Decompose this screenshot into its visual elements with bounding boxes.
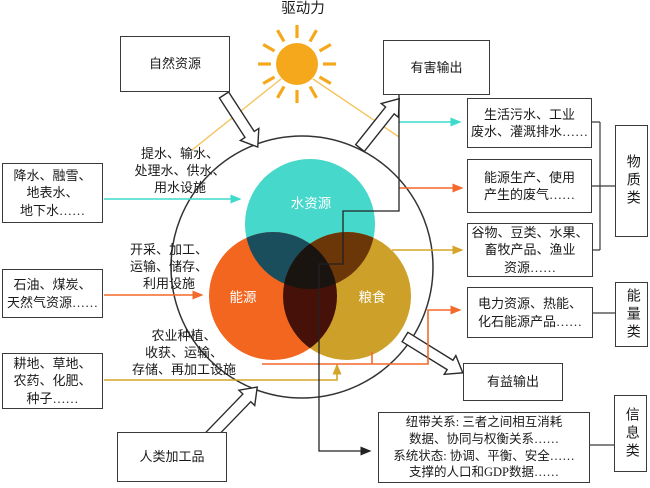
information-category-box: 信息类 xyxy=(614,395,647,472)
energy-category-box: 能量类 xyxy=(615,282,648,347)
wastegas-output-box: 能源生产、使用 产生的废气…… xyxy=(467,159,592,213)
nexus-info-line xyxy=(318,95,400,456)
category-brackets xyxy=(590,121,615,446)
food-input-arrow xyxy=(104,363,342,381)
power-products-arrow xyxy=(262,305,462,365)
wastewater-output-box: 生活污水、工业 废水、灌溉排水…… xyxy=(467,98,592,148)
energy-sources-box: 石油、煤炭、 天然气资源…… xyxy=(2,269,103,318)
natural-input-arrow xyxy=(218,91,260,148)
nexus-info-output-box: 纽带关系: 三者之间相互消耗 数据、协同与权衡关系…… 系统状态: 协调、平衡、… xyxy=(378,412,590,483)
venn-diagram: 水资源 能源 粮食 xyxy=(209,159,411,360)
water-circle-label: 水资源 xyxy=(291,196,332,211)
driving-force-label: 驱动力 xyxy=(281,1,325,17)
center-overlap xyxy=(283,232,337,289)
material-category-box: 物质类 xyxy=(615,125,648,237)
water-facilities-label: 提水、输水、 处理水、供水、 用水设施 xyxy=(134,146,226,195)
sun-icon xyxy=(258,25,336,103)
energy-facilities-label: 开采、加工、 运输、储存、 利用设施 xyxy=(129,242,208,291)
natural-resources-box: 自然资源 xyxy=(120,36,230,92)
food-circle-label: 粮食 xyxy=(359,289,386,305)
energy-circle-label: 能源 xyxy=(230,290,257,305)
beneficial-output-box: 有益输出 xyxy=(463,363,563,401)
system-boundary-circle xyxy=(170,135,434,399)
food-products-output-box: 谷物、豆类、水果、 畜牧产品、渔业 资源…… xyxy=(467,223,593,277)
food-facilities-label: 农业种植、 收获、运输、 存储、再加工设施 xyxy=(131,328,236,377)
beneficial-output-arrow xyxy=(401,331,464,376)
harmful-output-box: 有害输出 xyxy=(383,40,490,95)
food-sources-box: 耕地、草地、 农药、化肥、 种子…… xyxy=(2,353,103,409)
human-products-box: 人类加工品 xyxy=(117,432,227,482)
water-sources-box: 降水、融雪、 地表水、 地下水…… xyxy=(2,163,103,223)
power-products-output-box: 电力资源、热能、 化石能源产品…… xyxy=(467,287,593,338)
big-flow-arrows xyxy=(205,91,464,441)
